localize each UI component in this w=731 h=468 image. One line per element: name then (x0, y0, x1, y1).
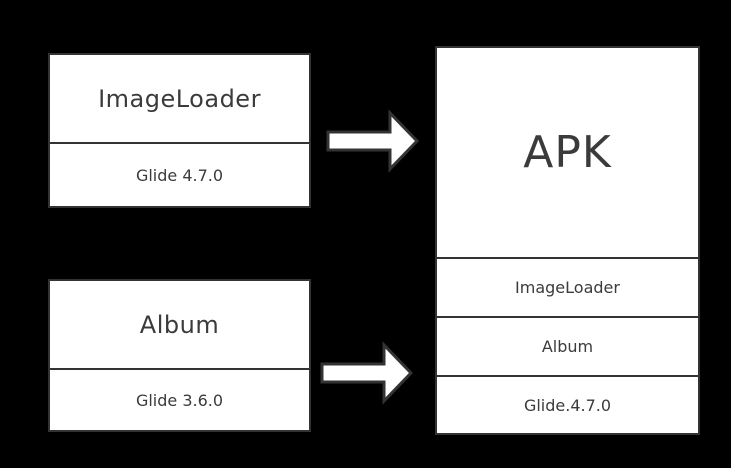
module-name-cell: Album (50, 281, 309, 370)
module-dependency-cell: Glide 4.7.0 (50, 144, 309, 206)
apk-box: APK ImageLoader Album Glide.4.7.0 (435, 46, 700, 435)
module-name-cell: ImageLoader (50, 55, 309, 144)
right-arrow-icon (326, 109, 420, 173)
dependency-label: Glide 4.7.0 (135, 165, 224, 185)
apk-content-label: Album (541, 337, 594, 356)
module-name-label: ImageLoader (98, 84, 261, 113)
apk-content-row: Album (437, 318, 698, 377)
module-box-album: Album Glide 3.6.0 (48, 279, 311, 432)
dependency-label: Glide 3.6.0 (135, 390, 224, 410)
apk-content-row: Glide.4.7.0 (437, 377, 698, 433)
module-box-imageloader: ImageLoader Glide 4.7.0 (48, 53, 311, 208)
right-arrow-icon (320, 341, 414, 405)
apk-content-label: Glide.4.7.0 (523, 395, 612, 415)
apk-title-cell: APK (437, 48, 698, 259)
apk-content-row: ImageLoader (437, 259, 698, 318)
module-dependency-cell: Glide 3.6.0 (50, 370, 309, 430)
apk-title-label: APK (523, 127, 612, 178)
apk-content-label: ImageLoader (515, 278, 620, 297)
module-name-label: Album (139, 310, 220, 339)
